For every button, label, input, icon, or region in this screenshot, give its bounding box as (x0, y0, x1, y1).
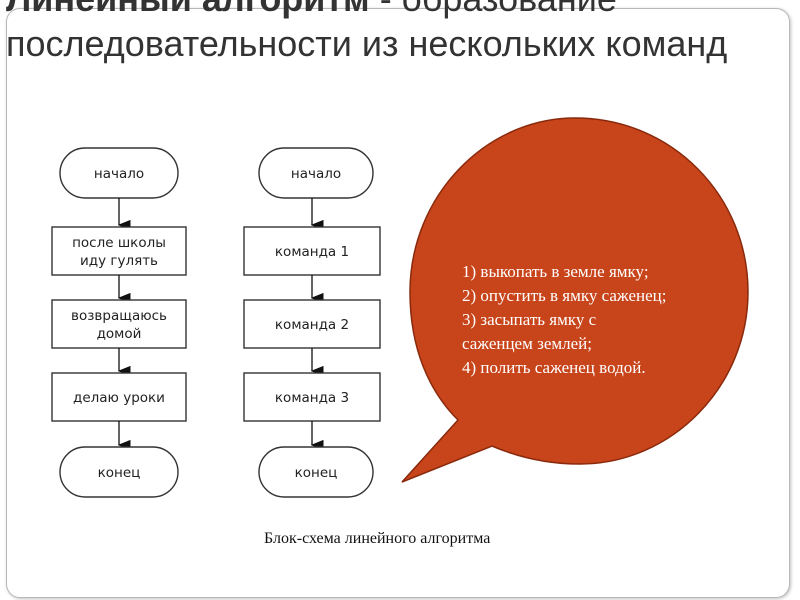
callout-line: 1) выкопать в земле ямку; (462, 262, 649, 281)
right-end-label: конец (295, 465, 338, 481)
title-rest-part: - образование последовательности из неск… (6, 0, 728, 64)
right-start-node (258, 147, 374, 199)
callout-text: 1) выкопать в земле ямку; 2) опустить в … (462, 260, 762, 380)
left-end-node (59, 446, 179, 498)
right-step-label: команда 1 (275, 244, 349, 260)
left-step-box (51, 226, 187, 276)
right-step-label: команда 2 (275, 317, 349, 333)
speech-bubble (401, 117, 749, 483)
callout-line: 3) засыпать ямку с (462, 310, 597, 329)
left-step-label: возвращаюсь (71, 308, 167, 324)
title-bold-part: Линейный алгоритм (6, 0, 370, 19)
left-end-label: конец (98, 465, 141, 481)
left-step-label: после школы (72, 235, 166, 251)
callout-line: 4) полить саженец водой. (462, 358, 646, 377)
right-step-box (243, 299, 381, 349)
callout-line: саженцем землей; (462, 334, 592, 353)
right-step-box (243, 226, 381, 276)
right-start-label: начало (291, 166, 341, 182)
right-step-box (243, 372, 381, 422)
callout-line: 2) опустить в ямку саженец; (462, 286, 667, 305)
page-title: Линейный алгоритм - образование последов… (6, 0, 796, 66)
left-step-label: иду гулять (80, 253, 158, 269)
right-end-node (258, 446, 374, 498)
diagram-caption: Блок-схема линейного алгоритма (264, 530, 491, 547)
left-start-label: начало (94, 166, 144, 182)
left-step-box (51, 299, 187, 349)
left-step-label: домой (97, 326, 142, 342)
left-step-label: делаю уроки (73, 390, 165, 406)
right-step-label: команда 3 (275, 390, 349, 406)
